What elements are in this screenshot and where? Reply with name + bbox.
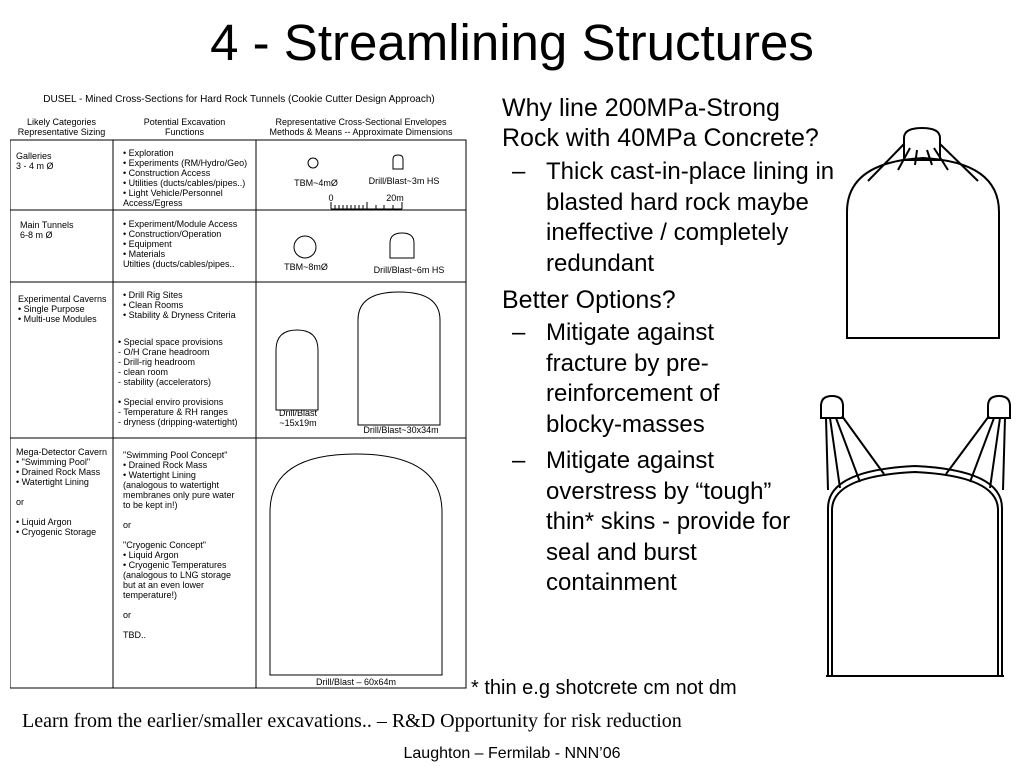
- slide-footer: Laughton – Fermilab - NNN’06: [403, 745, 621, 762]
- header-envelopes: Representative Cross-Sectional Envelopes…: [269, 117, 453, 137]
- scale-label-end: 20m: [386, 193, 404, 203]
- row-mega-detector-functions: "Swimming Pool Concept" • Drained Rock M…: [123, 450, 235, 640]
- caption-drill-blast-60x64: Drill/Blast – 60x64m: [315, 677, 397, 687]
- slide-title: 4 - Streamlining Structures: [210, 14, 814, 71]
- bullet-why-line: Why line 200MPa-Strong Rock with 40MPa C…: [502, 94, 819, 152]
- scale-label-start: 0: [328, 193, 334, 203]
- sub-bullet-thick-lining: – Thick cast-in-place lining in blasted …: [512, 157, 842, 279]
- learn-line: Learn from the earlier/smaller excavatio…: [22, 710, 682, 732]
- row-caverns-category: Experimental Caverns • Single Purpose • …: [18, 294, 107, 324]
- caption-tbm-4m: TBM~4mØ: [294, 178, 338, 188]
- row-caverns-provisions: • Special space provisions - O/H Crane h…: [118, 337, 238, 427]
- row-main-tunnels-functions: • Experiment/Module Access • Constructio…: [123, 219, 238, 269]
- header-categories: Likely Categories Representative Sizing: [17, 117, 106, 137]
- row-galleries-category: Galleries 3 - 4 m Ø: [16, 151, 54, 171]
- cross-section-table: DUSEL - Mined Cross-Sections for Hard Ro…: [10, 92, 468, 690]
- caption-drill-blast-30x34: Drill/Blast~30x34m: [363, 425, 439, 435]
- row-mega-detector-category: Mega-Detector Cavern • "Swimming Pool" •…: [16, 447, 108, 537]
- sub-bullet-text: Mitigate against fracture by pre-reinfor…: [546, 319, 720, 438]
- silo-sketch-small: [846, 126, 1000, 339]
- caption-drill-blast-6m: Drill/Blast~6m HS: [373, 265, 445, 275]
- bullet-better-options: Better Options?: [502, 286, 676, 314]
- dash-marker: –: [512, 319, 526, 346]
- caption-tbm-8m: TBM~8mØ: [284, 262, 328, 272]
- cavern-sketch-large: [820, 394, 1011, 677]
- sub-bullet-fracture: – Mitigate against fracture by pre-reinf…: [512, 318, 766, 440]
- row-main-tunnels-category: Main Tunnels 6-8 m Ø: [20, 220, 74, 240]
- bullet-list: Why line 200MPa-Strong Rock with 40MPa C…: [502, 93, 842, 599]
- dash-marker: –: [512, 447, 526, 474]
- table-title: DUSEL - Mined Cross-Sections for Hard Ro…: [43, 94, 435, 105]
- caption-drill-blast-3m: Drill/Blast~3m HS: [368, 176, 440, 186]
- row-galleries-functions: • Exploration • Experiments (RM/Hydro/Ge…: [123, 148, 248, 208]
- table-grid: [10, 139, 467, 689]
- caption-drill-blast-15x19: Drill/Blast ~15x19m: [278, 408, 317, 428]
- header-functions: Potential Excavation Functions: [143, 117, 226, 137]
- sub-bullet-text: Thick cast-in-place lining in blasted ha…: [546, 158, 835, 277]
- dash-marker: –: [512, 158, 526, 185]
- row-caverns-functions: • Drill Rig Sites • Clean Rooms • Stabil…: [123, 290, 236, 320]
- footnote: * thin e.g shotcrete cm not dm: [471, 677, 737, 699]
- sub-bullet-overstress: – Mitigate against overstress by “tough”…: [512, 446, 826, 599]
- sub-bullet-text: Mitigate against overstress by “tough” t…: [546, 447, 791, 596]
